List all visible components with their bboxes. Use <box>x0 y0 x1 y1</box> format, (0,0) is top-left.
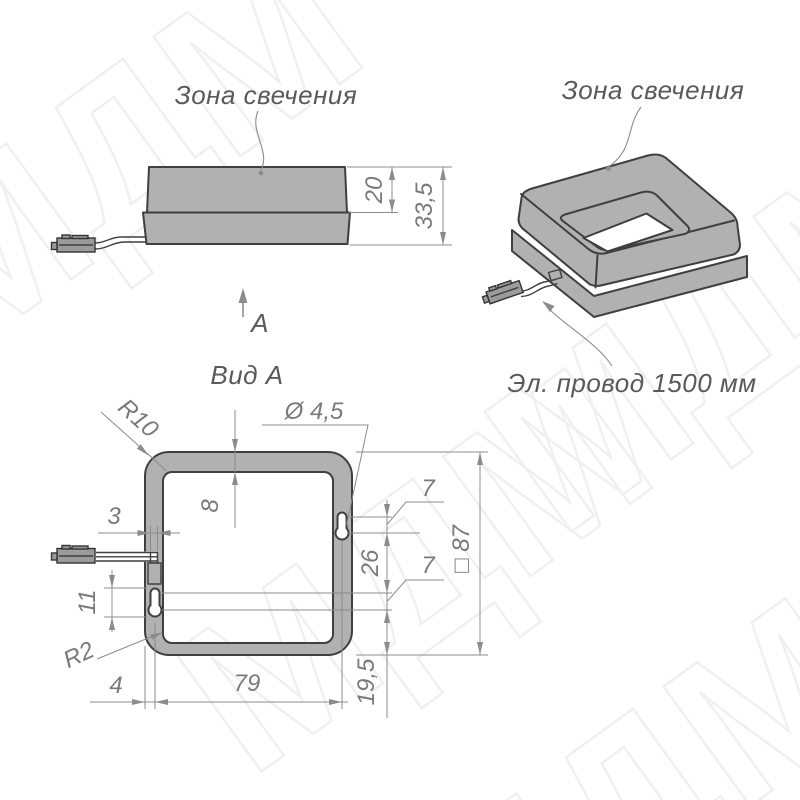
dimension-87: □ 87 <box>356 451 488 656</box>
wire <box>94 236 146 244</box>
wire-connector-tab <box>71 545 89 550</box>
wire-length-arrowhead <box>542 301 555 312</box>
dimension-hole-dia: Ø 4,5 <box>262 398 369 526</box>
dimension-87-text: □ 87 <box>448 523 475 573</box>
dimension-7-bottom-text: 7 <box>421 552 436 579</box>
dimension-hole-dia-text: Ø 4,5 <box>284 398 344 425</box>
dimension-8: 8 <box>197 410 238 528</box>
dimension-8-text: 8 <box>197 499 224 513</box>
dimension-11: 11 <box>74 570 147 632</box>
wire-connector-tab <box>61 234 71 240</box>
dimension-3: 3 <box>98 503 180 551</box>
view-a-arrow-letter: А <box>249 308 269 338</box>
leader-dot <box>606 166 611 171</box>
dimension-7-top-text: 7 <box>421 475 436 502</box>
leader-dot <box>258 170 264 176</box>
wire-length-label: Эл. провод 1500 мм <box>507 368 756 398</box>
glow-zone-leader-left <box>255 110 265 171</box>
isometric-view: Зона свечения Эл. провод 1500 мм <box>481 75 756 398</box>
keyhole-slot-right <box>334 511 350 541</box>
dimension-79-text: 79 <box>234 670 261 697</box>
dimension-r2-text: R2 <box>59 636 98 673</box>
wire-connector-notch <box>50 241 58 251</box>
dimension-20: 20 <box>361 167 395 213</box>
lamp-frame <box>144 451 353 656</box>
side-view: Зона свечения А 20 33,5 <box>50 80 452 338</box>
dimension-right-chain: 7 7 26 19,5 <box>162 475 444 718</box>
dimension-4-79: 4 79 <box>90 541 348 709</box>
wire-connector-tab <box>61 544 71 550</box>
iso-wire <box>520 282 558 298</box>
dimension-26-text: 26 <box>357 549 384 577</box>
iso-wire-connector <box>481 279 525 305</box>
dimension-11-text: 11 <box>74 590 101 615</box>
dimension-19-5-text: 19,5 <box>353 658 380 705</box>
wire-receptacle <box>147 562 162 585</box>
wire <box>94 241 146 250</box>
dimension-4-text: 4 <box>109 672 122 699</box>
glow-zone-leader-right <box>609 106 642 167</box>
dimension-33-5-text: 33,5 <box>411 182 438 229</box>
dimension-20-text: 20 <box>361 176 388 204</box>
iso-base-flange <box>511 229 748 318</box>
glow-zone-label-left: Зона свечения <box>175 80 357 110</box>
view-a-arrowhead <box>238 288 248 303</box>
iso-top-front-edges <box>520 193 735 255</box>
dimension-33-5: 33,5 <box>411 167 446 245</box>
iso-front-corner-edge <box>594 254 599 289</box>
side-view-lamp-top <box>146 166 348 214</box>
dimension-r2: R2 <box>59 632 163 674</box>
wire-connector-notch <box>50 552 58 561</box>
wire-connector-tab <box>71 234 89 240</box>
iso-hole-opening <box>582 212 674 253</box>
wire-length-leader <box>547 307 613 367</box>
side-view-lamp-base <box>142 211 351 245</box>
view-a-title: Вид А <box>210 360 283 390</box>
dimension-r10-text: R10 <box>113 394 164 444</box>
glow-zone-label-right: Зона свечения <box>562 75 744 105</box>
dimension-3-text: 3 <box>107 503 121 530</box>
keyhole-slot-left <box>147 587 163 618</box>
iso-wire-notch <box>547 268 563 282</box>
